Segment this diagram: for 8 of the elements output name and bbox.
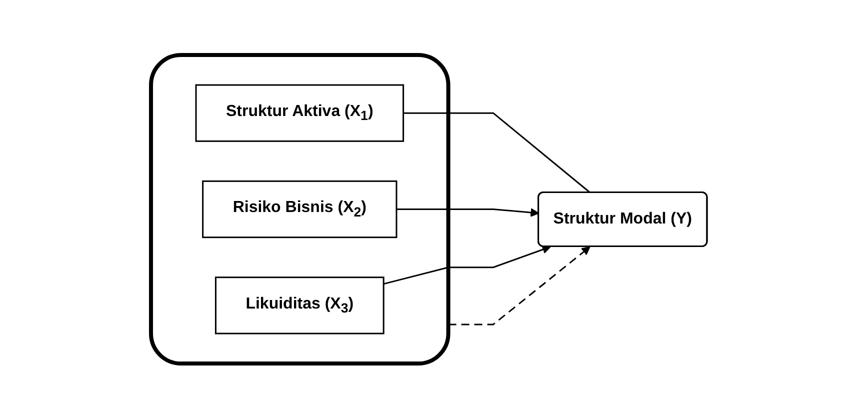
arrow xyxy=(396,208,539,217)
node-box: Risiko Bisnis (X$_{2}$) xyxy=(202,180,397,238)
node-box: Struktur Aktiva (X$_{1}$) xyxy=(194,84,404,142)
node-box: Likuiditas (X$_{3}$) xyxy=(214,276,384,334)
arrow xyxy=(382,245,550,284)
cluster xyxy=(148,52,450,366)
arrow xyxy=(448,246,590,325)
connector xyxy=(402,112,590,194)
